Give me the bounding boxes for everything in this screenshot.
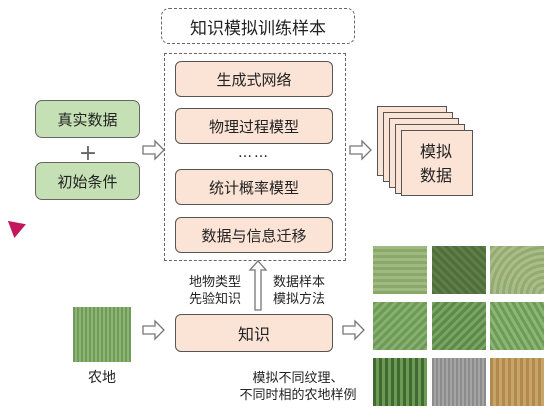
- method-physical-process-model: 物理过程模型: [175, 108, 333, 144]
- right-annotation-line1: 数据样本: [272, 275, 325, 290]
- arrow-farmland-to-knowledge: [142, 319, 165, 341]
- sample-tile: [432, 302, 486, 350]
- right-annotation: 数据样本 模拟方法: [264, 274, 334, 308]
- methods-frame: [164, 53, 346, 261]
- arrow-inputs-to-methods: [142, 139, 165, 161]
- output-label-line2: 数据: [419, 166, 452, 185]
- samples-caption-line2: 不同时相的农地样例: [239, 388, 357, 403]
- method-data-information-transfer: 数据与信息迁移: [175, 217, 333, 253]
- right-annotation-line2: 模拟方法: [272, 292, 325, 307]
- sample-tile: [490, 358, 544, 406]
- plus-sign: +: [78, 141, 98, 166]
- sample-tile: [490, 246, 544, 294]
- arrow-knowledge-to-samples: [342, 319, 365, 341]
- knowledge-box: 知识: [175, 314, 333, 352]
- left-annotation: 地物类型 先验知识: [180, 274, 250, 308]
- method-ellipsis: ……: [238, 145, 270, 161]
- sample-tile: [432, 358, 486, 406]
- method-generative-network: 生成式网络: [175, 61, 333, 97]
- left-annotation-line1: 地物类型: [188, 275, 241, 290]
- sample-tile: [432, 246, 486, 294]
- arrow-methods-to-output: [349, 139, 372, 161]
- input-real-data: 真实数据: [35, 100, 140, 138]
- output-simulated-data: 模拟 数据: [406, 140, 466, 188]
- farmland-label: 农地: [88, 370, 116, 386]
- output-stack-card-front: [401, 130, 473, 196]
- left-annotation-line2: 先验知识: [188, 292, 241, 307]
- diagram-title: 知识模拟训练样本: [161, 8, 355, 44]
- sample-tile: [373, 358, 427, 406]
- arrow-knowledge-to-methods: [248, 260, 268, 311]
- sample-tile: [373, 246, 427, 294]
- output-label-line1: 模拟: [419, 142, 452, 161]
- input-initial-conditions: 初始条件: [35, 162, 140, 200]
- sample-tile: [490, 302, 544, 350]
- farmland-image: [73, 307, 131, 362]
- samples-caption-line1: 模拟不同纹理、: [252, 371, 344, 386]
- method-statistical-probability-model: 统计概率模型: [175, 169, 333, 205]
- samples-caption: 模拟不同纹理、 不同时相的农地样例: [228, 370, 368, 404]
- sample-tile: [373, 302, 427, 350]
